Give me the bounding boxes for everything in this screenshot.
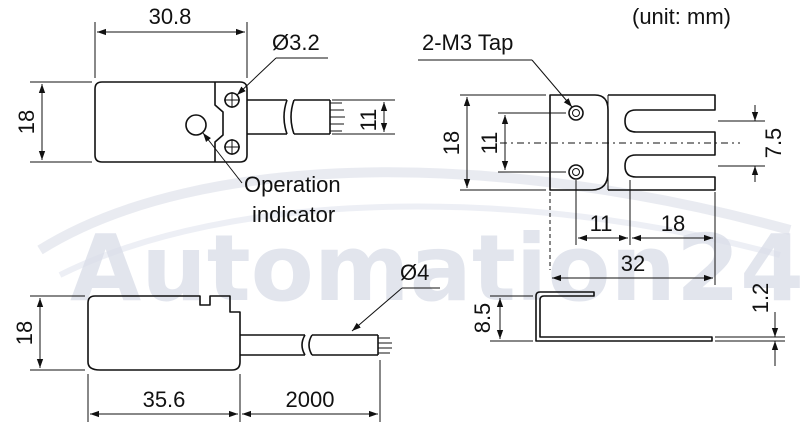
dim-height-side: 18 — [12, 321, 37, 345]
watermark-text: Automation24 — [70, 215, 800, 322]
dim-body-length: 35.6 — [143, 387, 186, 412]
cable-top — [247, 99, 287, 135]
dim-bracket-side-height: 8.5 — [470, 303, 495, 334]
bracket-front-view: 18 11 7.5 11 18 32 2-M3 Tap — [418, 30, 786, 285]
dim-bracket-a: 11 — [590, 211, 613, 236]
tap-hole-upper — [568, 105, 584, 121]
dim-bracket-b: 18 — [661, 211, 685, 236]
indicator-label-1: Operation — [244, 172, 341, 197]
tap-hole-lower — [568, 164, 584, 180]
mounting-flange-outline — [214, 82, 224, 162]
side-view: 18 35.6 2000 Ø4 — [12, 260, 440, 422]
dim-width-top: 30.8 — [149, 4, 192, 29]
tap-label: 2-M3 Tap — [422, 30, 513, 55]
dim-bracket-total: 32 — [621, 251, 645, 276]
side-cable-break — [301, 334, 313, 356]
cable-wires — [330, 102, 345, 132]
bracket-side-view: 8.5 1.2 — [470, 283, 785, 366]
dim-slot-pitch: 7.5 — [761, 128, 786, 159]
sensor-body-side — [87, 295, 241, 371]
cable-break — [283, 99, 295, 135]
dim-hole-pitch: 11 — [477, 132, 502, 155]
dim-cable-height: 11 — [356, 109, 381, 132]
dim-bracket-thickness: 1.2 — [748, 283, 773, 314]
bracket-profile — [535, 291, 713, 342]
sensor-body-top — [94, 81, 248, 163]
indicator-label-2: indicator — [252, 202, 335, 227]
dim-cable-dia: Ø4 — [400, 260, 429, 285]
dim-hole-dia: Ø3.2 — [272, 30, 320, 55]
top-view: 30.8 18 11 Ø3.2 Operation indicator — [14, 4, 395, 227]
dim-bracket-height: 18 — [439, 131, 464, 155]
dim-height-top: 18 — [14, 110, 39, 134]
side-cable-wires — [378, 337, 392, 354]
operation-indicator-led — [185, 114, 207, 136]
dim-cable-length: 2000 — [286, 387, 335, 412]
watermark: Automation24 — [37, 167, 800, 322]
unit-note: (unit: mm) — [632, 4, 731, 29]
